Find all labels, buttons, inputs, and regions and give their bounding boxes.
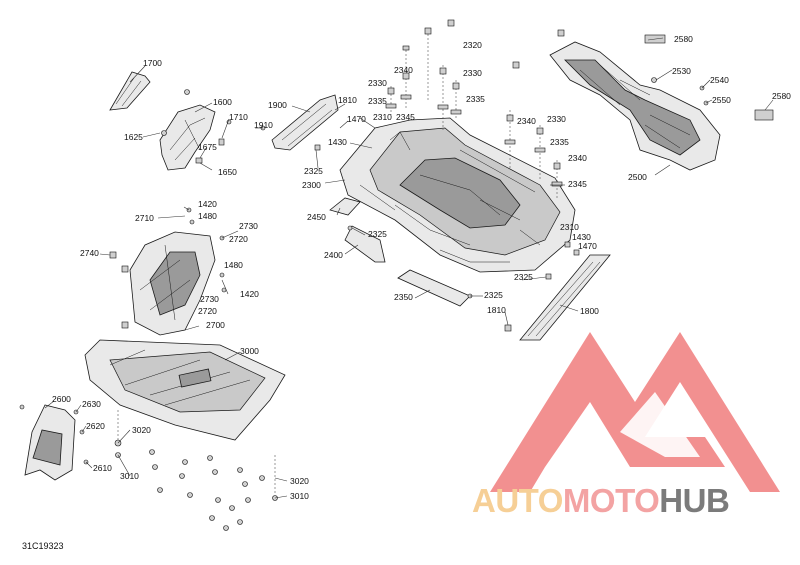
callout-2580-a: 2580 — [674, 34, 693, 44]
callout-2500: 2500 — [628, 172, 647, 182]
callout-2620: 2620 — [86, 421, 105, 431]
callout-1420-a: 1420 — [198, 199, 217, 209]
callout-2325-d: 2325 — [514, 272, 533, 282]
callout-2580-b: 2580 — [772, 91, 791, 101]
part-1800-tailgate — [504, 241, 611, 341]
callout-1480-a: 1480 — [198, 211, 217, 221]
watermark-part-hub: HUB — [659, 482, 730, 519]
callout-3010-a: 3010 — [120, 471, 139, 481]
part-2450-bracket — [329, 197, 361, 216]
callout-1700: 1700 — [143, 58, 162, 68]
callout-2450: 2450 — [307, 212, 326, 222]
callout-2325-c: 2325 — [484, 290, 503, 300]
callout-2335-a: 2335 — [368, 96, 387, 106]
callout-1625: 1625 — [124, 132, 143, 142]
callout-2330-c: 2330 — [547, 114, 566, 124]
callout-2710: 2710 — [135, 213, 154, 223]
callout-3010-b: 3010 — [290, 491, 309, 501]
automotohub-watermark: AUTOMOTOHUB — [472, 482, 730, 520]
callout-1430-bottom: 1430 — [572, 232, 591, 242]
callout-2330-a: 2330 — [368, 78, 387, 88]
part-2700-rear-fender — [109, 207, 227, 336]
callout-1910: 1910 — [254, 120, 273, 130]
callout-2340-b: 2340 — [517, 116, 536, 126]
part-1700-deflector — [109, 71, 151, 111]
callout-2610: 2610 — [93, 463, 112, 473]
callout-1470-bottom: 1470 — [578, 241, 597, 251]
callout-2700: 2700 — [206, 320, 225, 330]
callout-1810-bottom: 1810 — [487, 305, 506, 315]
callout-1470-top: 1470 — [347, 114, 366, 124]
callout-2340-a: 2340 — [394, 65, 413, 75]
callout-3000: 3000 — [240, 346, 259, 356]
callout-3020-a: 3020 — [132, 425, 151, 435]
callout-2330-b: 2330 — [463, 68, 482, 78]
callout-2335-c: 2335 — [550, 137, 569, 147]
callout-2730-a: 2730 — [239, 221, 258, 231]
callout-3020-b: 3020 — [290, 476, 309, 486]
watermark-part-auto: AUTO — [472, 482, 563, 519]
callout-2600: 2600 — [52, 394, 71, 404]
callout-1480-b: 1480 — [224, 260, 243, 270]
callout-2630: 2630 — [82, 399, 101, 409]
callout-2340-c: 2340 — [568, 153, 587, 163]
callout-2400: 2400 — [324, 250, 343, 260]
callout-1430-top: 1430 — [328, 137, 347, 147]
callout-2325-b: 2325 — [368, 229, 387, 239]
callout-2530: 2530 — [672, 66, 691, 76]
callout-1710: 1710 — [229, 112, 248, 122]
watermark-part-moto: MOTO — [562, 482, 660, 519]
callout-2310-top: 2310 — [373, 112, 392, 122]
callout-1810-top: 1810 — [338, 95, 357, 105]
callout-2300: 2300 — [302, 180, 321, 190]
callout-2345-a: 2345 — [396, 112, 415, 122]
callout-1420-b: 1420 — [240, 289, 259, 299]
automotohub-logo-icon — [490, 332, 780, 492]
part-1900-upper-rail — [260, 94, 339, 151]
part-2600-mud-flap — [19, 404, 89, 481]
part-3000-skid-plate — [84, 339, 286, 500]
part-2500-rear-frame — [549, 29, 774, 171]
hardware-stack-left — [385, 19, 462, 130]
part-2400-panel — [344, 225, 386, 263]
callout-2540: 2540 — [710, 75, 729, 85]
callout-2335-b: 2335 — [466, 94, 485, 104]
callout-2310-bottom: 2310 — [560, 222, 579, 232]
callout-2720-a: 2720 — [229, 234, 248, 244]
callout-1900: 1900 — [268, 100, 287, 110]
callout-1600: 1600 — [213, 97, 232, 107]
callout-2320: 2320 — [463, 40, 482, 50]
callout-2740: 2740 — [80, 248, 99, 258]
hardware-stack-right — [504, 61, 563, 200]
part-1600-side-panel — [159, 89, 232, 171]
callout-labels: 1700 1600 1625 1710 1675 1650 1900 1910 … — [52, 34, 791, 501]
callout-1650: 1650 — [218, 167, 237, 177]
callout-2350: 2350 — [394, 292, 413, 302]
callout-2345-b: 2345 — [568, 179, 587, 189]
callout-2730-b: 2730 — [200, 294, 219, 304]
part-2300-cargo-box — [339, 117, 576, 273]
callout-2720-b: 2720 — [198, 306, 217, 316]
callout-1800: 1800 — [580, 306, 599, 316]
callout-2325-a: 2325 — [304, 166, 323, 176]
diagram-reference-code: 31C19323 — [22, 541, 64, 551]
fastener-grid — [114, 439, 278, 531]
callout-1675: 1675 — [198, 142, 217, 152]
leader-lines — [44, 37, 774, 499]
callout-2550: 2550 — [712, 95, 731, 105]
